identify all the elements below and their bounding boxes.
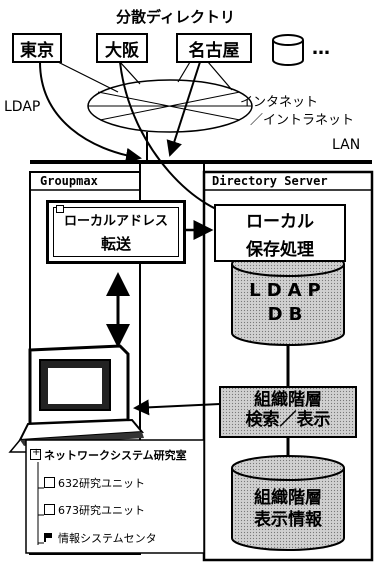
storage-cylinder-icon xyxy=(272,34,304,66)
tree-item-root[interactable]: ネットワークシステム研究室 xyxy=(30,447,187,463)
folder-icon xyxy=(44,504,55,515)
computer-icon xyxy=(18,344,145,446)
groupmax-title: Groupmax xyxy=(40,174,98,188)
ldap-db-text: LDAP DB xyxy=(232,282,344,324)
local-save-box: ローカル 保存処理 xyxy=(214,204,346,262)
intranet-label: ／イントラネット xyxy=(250,113,355,128)
folder-icon xyxy=(44,477,55,488)
tree-item-unit-632[interactable]: 632研究ユニット xyxy=(44,475,145,491)
info-cylinder xyxy=(231,455,345,551)
org-search-line1: 組織階層 xyxy=(254,390,322,410)
org-info-line1: 組織階層 xyxy=(254,488,322,508)
internet-label: インタネット xyxy=(240,95,319,110)
expand-icon[interactable] xyxy=(30,447,41,460)
org-info-line2: 表示情報 xyxy=(254,510,322,530)
lan-label: LAN xyxy=(332,137,361,153)
directory-server-title: Directory Server xyxy=(212,174,328,188)
org-tree: ネットワークシステム研究室 632研究ユニット 673研究ユニット 情報システム… xyxy=(30,447,202,551)
tree-item-label: ネットワークシステム研究室 xyxy=(44,449,187,462)
distributed-directory-label: 分散ディレクトリ xyxy=(116,8,235,26)
tree-item-unit-673[interactable]: 673研究ユニット xyxy=(44,502,145,518)
ldap-db-line1: LDAP xyxy=(249,280,327,301)
org-search-text: 組織階層 検索／表示 xyxy=(220,392,356,429)
more-ellipsis: … xyxy=(312,38,330,59)
org-search-line2: 検索／表示 xyxy=(245,410,331,430)
flag-icon xyxy=(44,533,54,542)
city-box-tokyo: 東京 xyxy=(12,33,62,63)
local-save-line1: ローカル xyxy=(246,211,314,232)
tree-item-label: 673研究ユニット xyxy=(58,504,145,517)
org-tree-window xyxy=(25,439,205,554)
tree-item-label: 632研究ユニット xyxy=(58,477,145,490)
address-transfer-line1: ローカルアドレス xyxy=(63,214,168,229)
org-info-text: 組織階層 表示情報 xyxy=(232,490,344,529)
city-box-nagoya: 名古屋 xyxy=(176,33,252,63)
corner-square-icon xyxy=(56,205,64,213)
address-transfer-line2: 転送 xyxy=(100,235,131,253)
tree-item-info-center[interactable]: 情報システムセンタ xyxy=(44,530,157,546)
address-transfer-box: ローカルアドレス 転送 xyxy=(46,200,186,264)
ldap-db-line2: DB xyxy=(267,304,309,325)
tree-item-label: 情報システムセンタ xyxy=(58,532,157,545)
ldap-label: LDAP xyxy=(4,99,41,115)
local-save-line2: 保存処理 xyxy=(246,239,314,260)
city-box-osaka: 大阪 xyxy=(96,33,148,63)
